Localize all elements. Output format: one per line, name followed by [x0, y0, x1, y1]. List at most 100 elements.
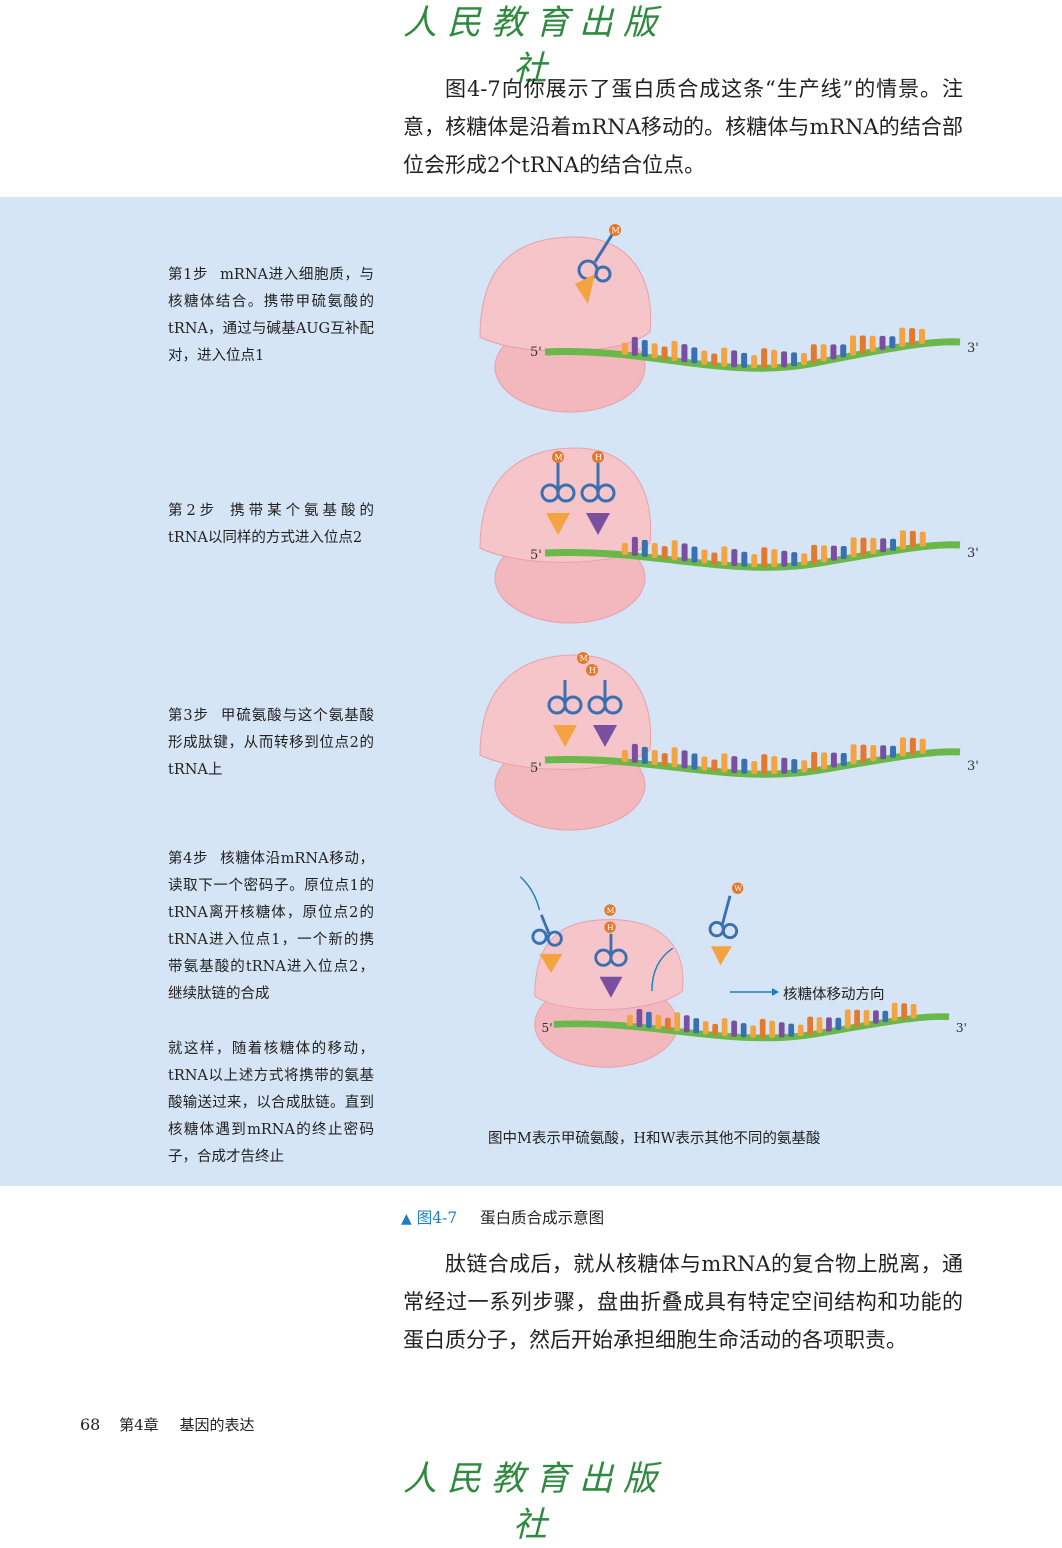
- mrna-base: [740, 1023, 747, 1038]
- amino-acid-label: M: [612, 226, 620, 235]
- mrna-base: [850, 335, 857, 356]
- mrna-base: [621, 543, 628, 555]
- mrna-base: [711, 353, 718, 366]
- mrna-base: [655, 1014, 662, 1030]
- mrna-base: [909, 530, 916, 548]
- step-3-text: 第3步甲硫氨酸与这个氨基酸形成肽键，从而转移到位点2的tRNA上: [168, 703, 374, 784]
- mrna-base: [627, 1014, 633, 1027]
- diagram-step-4: 5' 3' M H W: [519, 876, 967, 1068]
- mrna-base: [651, 343, 658, 359]
- mrna-5-end: 5': [530, 345, 542, 360]
- mrna-base: [882, 1010, 889, 1023]
- mrna-base: [671, 747, 678, 768]
- mrna-base: [919, 531, 926, 547]
- chapter-number: 第4章: [119, 1416, 159, 1434]
- mrna-base: [899, 327, 906, 347]
- mrna-base: [870, 537, 877, 554]
- mrna-base: [781, 550, 788, 567]
- mrna-base: [664, 1017, 671, 1031]
- mrna-5-end: 5': [530, 761, 542, 776]
- mrna-base: [870, 744, 877, 761]
- mrna-base: [811, 544, 818, 564]
- mrna-base: [821, 545, 828, 563]
- outro-paragraph: 肽链合成后，就从核糖体与mRNA的复合物上脱离，通常经过一系列步骤，盘曲折叠成具…: [403, 1245, 963, 1359]
- amino-acid-m: [577, 652, 589, 664]
- amino-acid-h: [592, 451, 604, 463]
- amino-acid-label: M: [607, 906, 615, 915]
- intro-paragraph: 图4-7向你展示了蛋白质合成这条“生产线”的情景。注意，核糖体是沿着mRNA移动…: [403, 70, 963, 184]
- caption-triangle-icon: ▲: [401, 1211, 412, 1227]
- mrna-base: [909, 328, 916, 346]
- mrna-base: [781, 757, 788, 774]
- page-footer: 68 第4章 基因的表达: [80, 1414, 254, 1435]
- mrna-base: [701, 549, 708, 564]
- mrna-base: [869, 335, 876, 352]
- mrna-base: [860, 537, 867, 556]
- ribosome-direction-arrow-icon: [730, 988, 779, 996]
- diagram-step-3: 5' 3' M H: [479, 652, 979, 831]
- mrna-base: [641, 340, 648, 358]
- mrna-base: [711, 552, 718, 565]
- mrna-base: [631, 536, 638, 556]
- mrna-base: [791, 759, 798, 774]
- mrna-base: [919, 738, 926, 754]
- mrna-base: [791, 552, 798, 567]
- figure-number: 图4-7: [416, 1209, 458, 1227]
- mrna-base: [741, 551, 748, 567]
- amino-acid-h: [604, 921, 616, 933]
- mrna-base: [721, 546, 728, 566]
- mrna-bases: [627, 1002, 917, 1038]
- mrna-bases: [621, 737, 926, 775]
- mrna-base: [901, 1003, 908, 1020]
- mrna-base: [850, 537, 857, 558]
- step-label: 第2步: [168, 503, 219, 519]
- mrna-base: [641, 746, 648, 764]
- mrna-base: [821, 752, 828, 770]
- trna-site-2: [587, 680, 623, 747]
- mrna-5-end: 5': [530, 548, 542, 563]
- ribosome-direction-label: 核糖体移动方向: [783, 987, 885, 1003]
- mrna-base: [761, 547, 768, 568]
- step-body: 核糖体沿mRNA移动，读取下一个密码子。原位点1的tRNA离开核糖体，原位点2的…: [168, 851, 375, 1002]
- mrna-base: [899, 530, 906, 550]
- mrna-base: [751, 355, 758, 369]
- step-2-text: 第2步携带某个氨基酸的tRNA以同样的方式进入位点2: [168, 498, 374, 552]
- mrna-base: [661, 346, 668, 360]
- mrna-base: [702, 1021, 709, 1035]
- step-4-text: 第4步核糖体沿mRNA移动，读取下一个密码子。原位点1的tRNA离开核糖体，原位…: [168, 846, 374, 1008]
- mrna-base: [741, 758, 748, 774]
- mrna-base: [731, 1020, 737, 1037]
- mrna-base: [860, 744, 867, 763]
- mrna-base: [731, 756, 738, 774]
- mrna-base: [631, 743, 638, 763]
- mrna-base: [854, 1009, 860, 1027]
- mrna-base: [721, 1018, 728, 1037]
- mrna-base: [850, 744, 857, 765]
- mrna-base: [800, 353, 807, 366]
- mrna-base: [769, 1020, 776, 1038]
- mrna-base: [751, 554, 758, 568]
- mrna-base: [909, 737, 916, 755]
- amino-acid-h: [586, 664, 598, 676]
- mrna-bases: [621, 327, 926, 369]
- mrna-base: [919, 328, 926, 344]
- mrna-base: [835, 1017, 842, 1031]
- mrna-base: [761, 348, 768, 369]
- mrna-base: [797, 1024, 804, 1036]
- intro-text: 图4-7向你展示了蛋白质合成这条“生产线”的情景。注意，核糖体是沿着mRNA移动…: [403, 77, 963, 177]
- mrna-base: [807, 1016, 814, 1035]
- diagram-step-2: 5' 3' M H: [479, 447, 979, 624]
- mrna-3-end: 3': [967, 759, 979, 774]
- outro-text: 肽链合成后，就从核糖体与mRNA的复合物上脱离，通常经过一系列步骤，盘曲折叠成具…: [403, 1252, 963, 1352]
- mrna-base: [701, 756, 708, 771]
- mrna-base: [816, 1017, 823, 1034]
- diagram-step-1: 5' 3' M: [479, 224, 979, 413]
- mrna-base: [681, 344, 688, 363]
- mrna-base: [674, 1012, 681, 1032]
- diagram-note: 图中M表示甲硫氨酸，H和W表示其他不同的氨基酸: [488, 1131, 821, 1147]
- amino-acid-label: W: [734, 884, 742, 893]
- trna-site-2: [580, 463, 616, 535]
- entry-arrow: [651, 947, 674, 992]
- publisher-logo-bottom: 人民教育出版社: [403, 1459, 667, 1545]
- amino-acid-label: H: [595, 453, 602, 462]
